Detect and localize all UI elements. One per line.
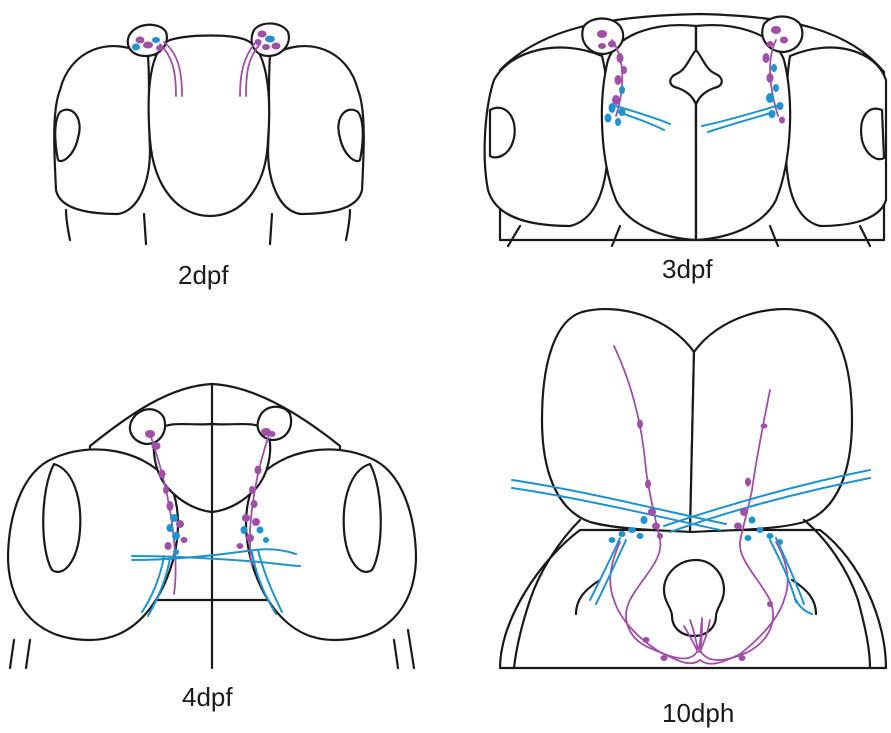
panel-4dpf: 4dpf	[8, 384, 416, 712]
cell	[761, 424, 768, 429]
cell	[609, 103, 616, 113]
cell	[734, 523, 742, 530]
cell	[757, 527, 764, 533]
cell	[237, 543, 244, 549]
left-olfactory-pit	[130, 409, 165, 444]
cell	[258, 31, 267, 38]
cell	[257, 527, 264, 534]
cell	[619, 531, 626, 537]
cell	[145, 430, 155, 438]
cell	[637, 533, 644, 539]
cell	[608, 41, 616, 48]
cell	[767, 533, 774, 539]
stage-label-3dpf: 3dpf	[662, 254, 713, 284]
cell	[615, 118, 621, 126]
cell	[246, 534, 254, 542]
cell	[269, 431, 276, 437]
left-forebrain	[542, 309, 694, 532]
cell	[605, 114, 612, 123]
cell	[597, 30, 607, 38]
cell	[739, 655, 746, 661]
cell	[165, 542, 172, 550]
cell	[265, 36, 275, 43]
cell	[619, 86, 625, 94]
cell	[615, 75, 622, 85]
cell	[272, 43, 281, 50]
cell	[263, 537, 269, 543]
cell	[136, 37, 145, 44]
cell	[749, 517, 756, 524]
cell	[643, 637, 650, 643]
left-olfactory-pit	[128, 25, 167, 56]
cell	[598, 43, 606, 49]
cell	[652, 523, 660, 530]
cell	[740, 508, 748, 516]
cell	[132, 44, 140, 51]
cell	[156, 45, 164, 51]
cell	[769, 110, 776, 118]
cell	[617, 53, 624, 63]
cell	[621, 66, 627, 74]
cell	[645, 480, 651, 489]
cell	[657, 533, 663, 539]
cell	[167, 501, 174, 511]
cell	[159, 470, 166, 479]
ventricle	[664, 560, 724, 636]
cell	[152, 37, 160, 43]
cell	[241, 526, 248, 534]
cell	[763, 53, 770, 63]
cell	[167, 524, 174, 532]
cell	[143, 42, 153, 49]
cell	[255, 466, 262, 475]
cell	[773, 84, 779, 92]
cell	[661, 655, 668, 661]
cell	[637, 420, 643, 429]
cell	[771, 64, 777, 72]
cell	[181, 537, 188, 543]
cell	[641, 516, 648, 524]
panel-2dpf: 2dpf	[54, 23, 364, 290]
cell	[252, 518, 260, 526]
cell	[173, 549, 179, 555]
cell	[170, 514, 178, 522]
cell	[619, 108, 626, 116]
cell	[767, 41, 774, 47]
cell	[780, 37, 788, 44]
cell	[152, 442, 161, 450]
cell	[745, 478, 751, 487]
panel-3dpf: 3dpf	[485, 14, 886, 284]
cell	[767, 601, 773, 607]
cell	[745, 535, 752, 541]
right-forebrain	[690, 309, 852, 532]
cell	[163, 486, 169, 494]
right-olfactory-pit	[762, 17, 802, 53]
cell	[609, 537, 616, 543]
cell	[771, 26, 781, 34]
cell	[777, 102, 784, 110]
cell	[255, 39, 262, 45]
cell	[249, 486, 255, 494]
forebrain	[149, 36, 270, 217]
cell	[176, 520, 184, 528]
right-eye	[246, 449, 416, 640]
cell	[242, 514, 250, 522]
stage-label-10dph: 10dph	[662, 698, 734, 728]
cell	[766, 93, 774, 103]
cell	[172, 532, 180, 540]
cell	[262, 44, 270, 50]
cell	[628, 527, 636, 533]
stage-label-4dpf: 4dpf	[182, 682, 233, 712]
left-eye	[8, 449, 178, 640]
cell	[779, 117, 785, 124]
cell	[251, 500, 258, 508]
cell	[767, 73, 774, 83]
cell	[777, 539, 783, 545]
cell	[648, 508, 656, 516]
stage-label-2dpf: 2dpf	[178, 260, 229, 290]
panel-10dph: 10dph	[500, 309, 886, 728]
